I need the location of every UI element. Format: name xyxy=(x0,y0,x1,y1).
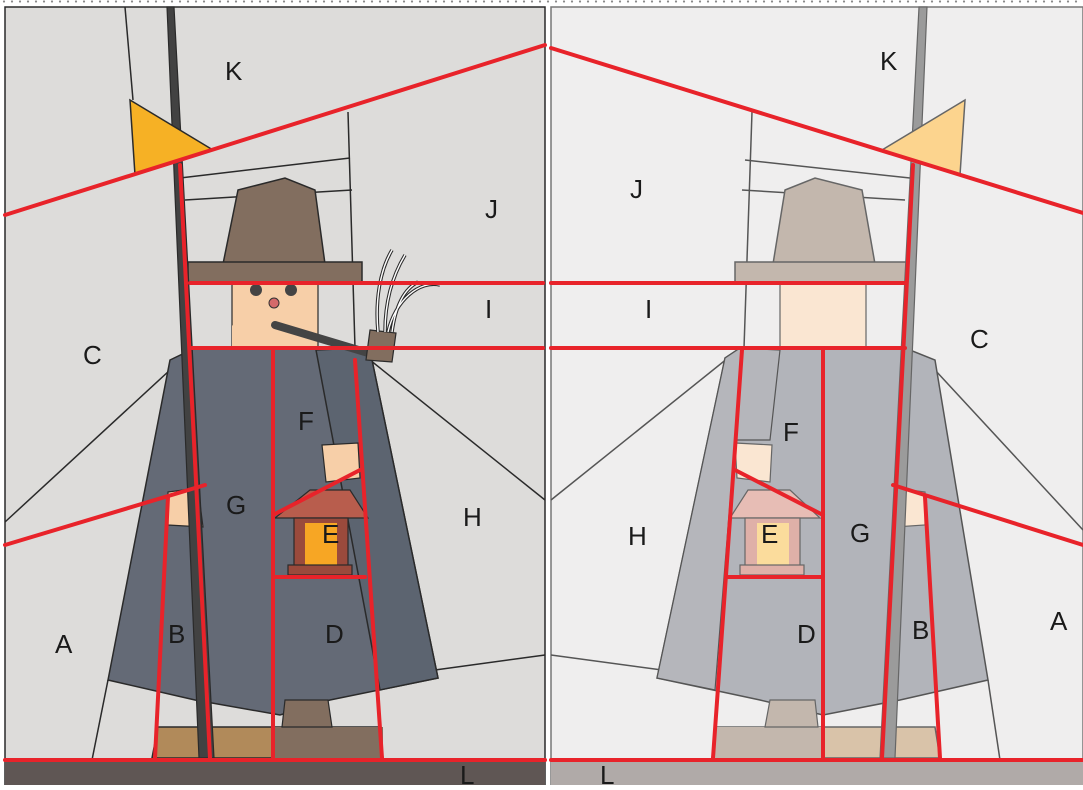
left-red-seams xyxy=(3,43,547,762)
left-label-D: D xyxy=(325,619,344,649)
right-hat-brim xyxy=(734,261,911,283)
right-pattern-panel: K J I C F H E G B A D L xyxy=(549,6,1083,790)
left-eye xyxy=(285,284,297,296)
left-label-J: J xyxy=(485,194,498,224)
left-leg xyxy=(281,699,333,728)
right-hand-lantern xyxy=(734,442,773,483)
left-label-F: F xyxy=(298,406,314,436)
right-label-I: I xyxy=(645,294,652,324)
right-leg xyxy=(764,699,819,728)
right-boot-shadow xyxy=(712,727,823,758)
right-red-seams xyxy=(549,46,1083,762)
left-label-B: B xyxy=(168,619,185,649)
left-hat-crown xyxy=(222,177,326,265)
left-hat-brim xyxy=(187,261,363,283)
left-thin-seams xyxy=(4,6,546,761)
left-beard-shadow xyxy=(232,325,250,348)
left-hand-lantern xyxy=(321,442,361,483)
left-label-I: I xyxy=(485,294,492,324)
right-label-E: E xyxy=(761,519,778,549)
left-boot-shadow xyxy=(273,727,383,758)
left-label-L: L xyxy=(460,760,474,785)
right-label-F: F xyxy=(783,417,799,447)
lantern-icon xyxy=(728,489,822,576)
right-label-K: K xyxy=(880,46,898,76)
right-label-L: L xyxy=(600,760,614,785)
left-label-K: K xyxy=(225,56,243,86)
left-label-H: H xyxy=(463,502,482,532)
left-label-G: G xyxy=(226,490,246,520)
left-eye xyxy=(250,284,262,296)
lantern-icon xyxy=(273,489,370,576)
right-label-D: D xyxy=(797,619,816,649)
right-label-J: J xyxy=(630,174,643,204)
left-nose xyxy=(268,297,280,309)
left-floor xyxy=(5,760,545,785)
right-face xyxy=(779,279,867,349)
left-label-C: C xyxy=(83,340,102,370)
left-label-A: A xyxy=(55,629,73,659)
right-floor xyxy=(551,760,1083,785)
dotted-border xyxy=(0,0,1083,3)
right-label-H: H xyxy=(628,521,647,551)
left-label-E: E xyxy=(322,519,339,549)
right-label-G: G xyxy=(850,518,870,548)
left-pattern-panel: K J C I F G E H A B D L xyxy=(3,6,547,790)
right-label-B: B xyxy=(912,615,929,645)
right-label-A: A xyxy=(1050,606,1068,636)
right-label-C: C xyxy=(970,324,989,354)
right-hat-crown xyxy=(772,177,876,265)
right-thin-seams xyxy=(550,111,1083,761)
